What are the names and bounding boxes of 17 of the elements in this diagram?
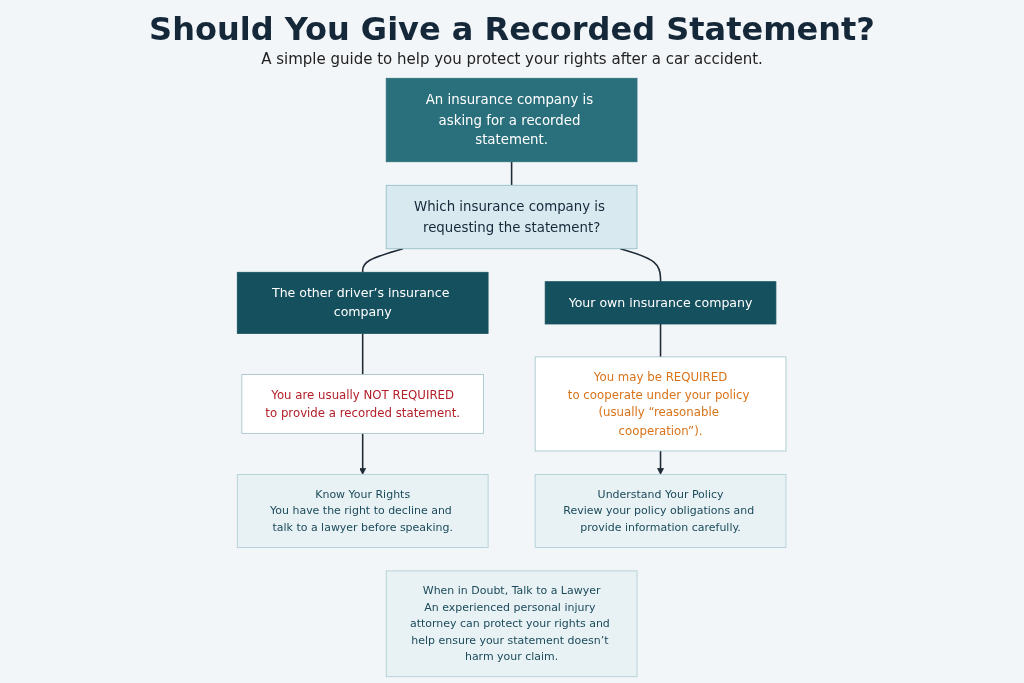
arrow bbox=[359, 432, 367, 475]
node-box: Your own insurance company bbox=[545, 281, 777, 325]
node-box: Which insurance company is requesting the statement? bbox=[386, 184, 638, 250]
connector bbox=[362, 247, 405, 274]
title: Should You Give a Recorded Statement? bbox=[149, 10, 875, 48]
node-box: The other driver’s insurance company bbox=[237, 271, 489, 334]
node-box: You may be REQUIRED to cooperate under your policy (usually “reasonable cooperation”). bbox=[535, 356, 787, 452]
connector bbox=[511, 160, 513, 187]
connector bbox=[619, 247, 662, 283]
node-box: You are usually NOT REQUIRED to provide a recorded statement. bbox=[241, 374, 485, 434]
node-box: Know Your Rights You have the right to decline and talk to a lawyer before speaking. bbox=[237, 474, 489, 548]
connector bbox=[362, 332, 364, 376]
node-box: Understand Your Policy Review your policy obligations and provide information carefully. bbox=[535, 474, 787, 548]
node-box: When in Doubt, Talk to a Lawyer An experienced personal injury attorney can protect your rights and help ensure your statement doesn’t harm your claim. bbox=[386, 570, 638, 678]
node-box: An insurance company is asking for a recorded statement. bbox=[386, 77, 638, 163]
arrow bbox=[657, 450, 665, 475]
connector bbox=[660, 323, 662, 358]
